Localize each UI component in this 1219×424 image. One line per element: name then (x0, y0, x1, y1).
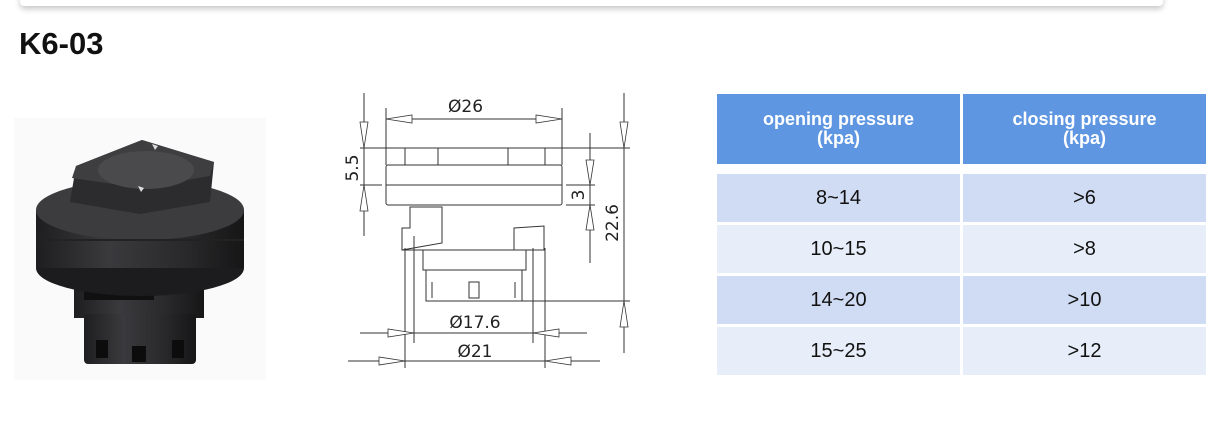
opening-pressure-cell: 8~14 (717, 174, 960, 222)
table-row: 10~15 >8 (717, 225, 1206, 273)
header-opening-pressure: opening pressure (kpa) (717, 94, 960, 164)
dim-cap-height: 5.5 (343, 154, 363, 181)
table-row: 14~20 >10 (717, 276, 1206, 324)
closing-pressure-cell: >10 (963, 276, 1206, 324)
header-closing-pressure: closing pressure (kpa) (963, 94, 1206, 164)
closing-pressure-cell: >6 (963, 174, 1206, 222)
header-gap (717, 167, 1206, 171)
opening-pressure-cell: 15~25 (717, 327, 960, 375)
dim-base-diameter: Ø21 (457, 342, 492, 362)
product-photo (14, 118, 266, 380)
dim-top-diameter: Ø26 (448, 97, 483, 117)
table-row: 8~14 >6 (717, 174, 1206, 222)
dim-total-height: 22.6 (603, 204, 623, 242)
valve-photo-icon (36, 140, 244, 364)
dimension-drawing-icon: Ø26 Ø17.6 Ø21 5.5 3 22.6 (343, 93, 630, 368)
dim-inner-diameter: Ø17.6 (449, 313, 500, 333)
opening-pressure-cell: 10~15 (717, 225, 960, 273)
technical-drawing: Ø26 Ø17.6 Ø21 5.5 3 22.6 (330, 88, 650, 378)
opening-pressure-cell: 14~20 (717, 276, 960, 324)
top-shadow-bar (20, 0, 1163, 6)
pressure-spec-table: opening pressure (kpa) closing pressure … (714, 91, 1209, 378)
closing-pressure-cell: >8 (963, 225, 1206, 273)
product-model-title: K6-03 (19, 26, 104, 61)
table-header-row: opening pressure (kpa) closing pressure … (717, 94, 1206, 164)
table-row: 15~25 >12 (717, 327, 1206, 375)
dim-flange-thickness: 3 (569, 190, 589, 201)
closing-pressure-cell: >12 (963, 327, 1206, 375)
